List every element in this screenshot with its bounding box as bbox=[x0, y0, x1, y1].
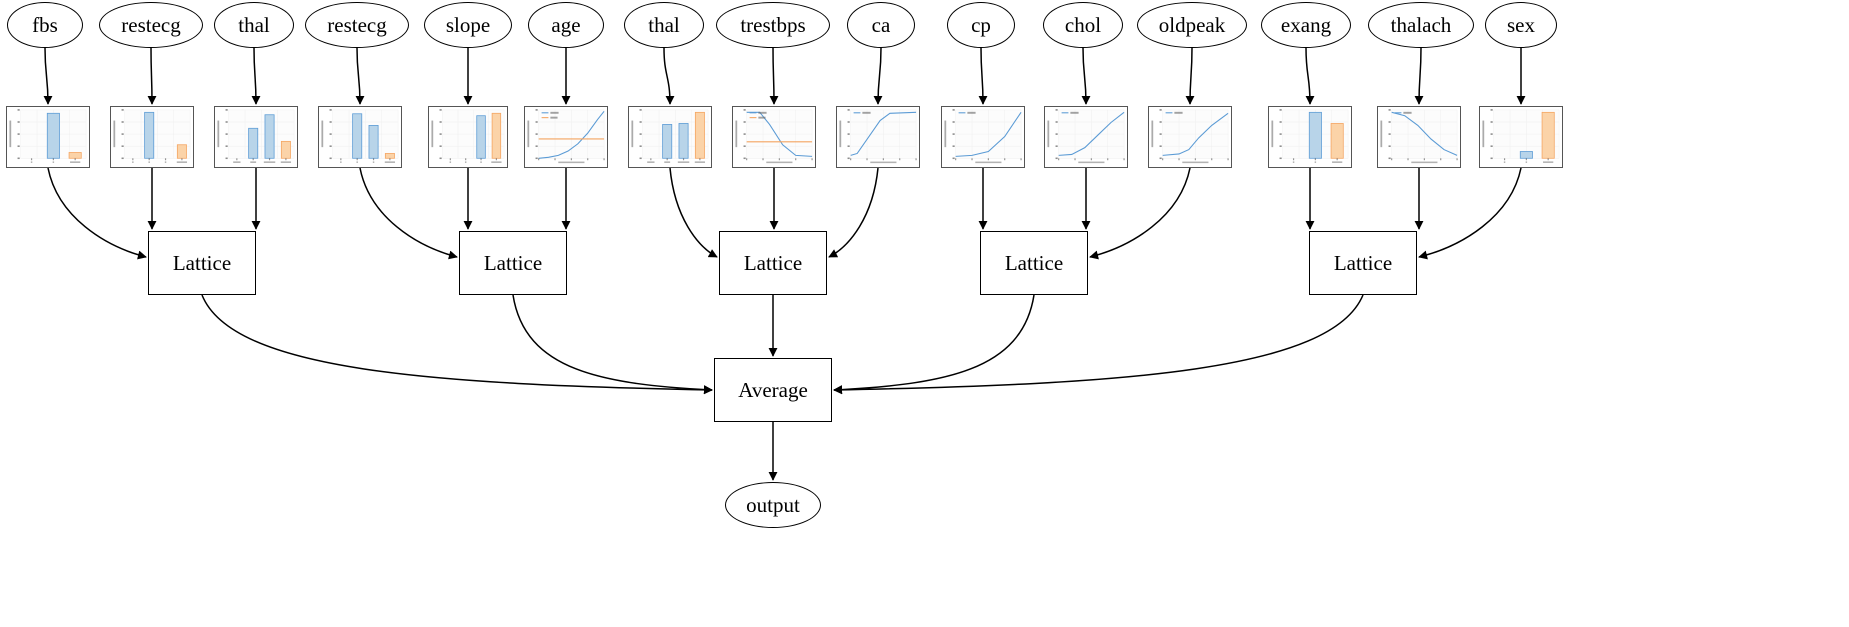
edge-feature-to-calibrator bbox=[1081, 47, 1091, 105]
plot-svg bbox=[7, 107, 89, 167]
plot-svg bbox=[733, 107, 815, 167]
calibrator-plot-oldpeak[interactable] bbox=[1148, 106, 1232, 168]
feature-node-slope[interactable]: slope bbox=[424, 2, 512, 48]
edge-feature-to-calibrator bbox=[1414, 47, 1424, 105]
node-label: restecg bbox=[327, 12, 387, 37]
edge-calibrator-to-lattice bbox=[359, 167, 458, 260]
node-label: ca bbox=[871, 12, 891, 37]
lattice-node[interactable]: Lattice bbox=[148, 231, 256, 295]
edge-calibrator-to-lattice bbox=[669, 167, 718, 258]
output-node-output[interactable]: output bbox=[725, 482, 821, 528]
feature-node-trestbps[interactable]: trestbps bbox=[716, 2, 830, 48]
plot-svg bbox=[319, 107, 401, 167]
edge-feature-to-calibrator bbox=[1185, 47, 1195, 105]
node-label: trestbps bbox=[740, 12, 806, 37]
edge-feature-to-calibrator bbox=[873, 47, 883, 105]
node-label: Lattice bbox=[743, 250, 803, 275]
node-label: thal bbox=[238, 12, 270, 37]
edge-feature-to-calibrator bbox=[147, 47, 157, 105]
edge-lattice-to-average bbox=[512, 294, 713, 395]
feature-node-cp[interactable]: cp bbox=[947, 2, 1015, 48]
lattice-node[interactable]: Lattice bbox=[459, 231, 567, 295]
calibrator-plot-slope[interactable] bbox=[428, 106, 508, 168]
lattice-node[interactable]: Lattice bbox=[1309, 231, 1417, 295]
node-label: fbs bbox=[32, 12, 58, 37]
node-label: cp bbox=[971, 12, 991, 37]
node-label: slope bbox=[445, 12, 491, 37]
edge-calibrator-to-lattice bbox=[47, 167, 147, 260]
node-label: Average bbox=[738, 377, 808, 402]
calibrator-plot-cp[interactable] bbox=[941, 106, 1025, 168]
edge-feature-to-calibrator bbox=[251, 47, 261, 105]
calibrator-plot-restecg[interactable] bbox=[110, 106, 194, 168]
node-label: sex bbox=[1507, 12, 1535, 37]
node-label: oldpeak bbox=[1158, 12, 1226, 37]
average-node[interactable]: Average bbox=[714, 358, 832, 422]
feature-node-exang[interactable]: exang bbox=[1261, 2, 1351, 48]
calibrator-plot-thalach[interactable] bbox=[1377, 106, 1461, 168]
edge-calibrator-to-lattice bbox=[1418, 167, 1522, 260]
feature-node-age[interactable]: age bbox=[528, 2, 604, 48]
lattice-node[interactable]: Lattice bbox=[719, 231, 827, 295]
feature-node-chol[interactable]: chol bbox=[1043, 2, 1123, 48]
edge-feature-to-calibrator bbox=[663, 47, 675, 105]
calibrator-plot-sex[interactable] bbox=[1479, 106, 1563, 168]
calibrator-plot-chol[interactable] bbox=[1044, 106, 1128, 168]
plot-svg bbox=[1149, 107, 1231, 167]
feature-node-restecg[interactable]: restecg bbox=[305, 2, 409, 48]
node-label: restecg bbox=[121, 12, 181, 37]
edge-feature-to-calibrator bbox=[43, 47, 53, 105]
plot-svg bbox=[837, 107, 919, 167]
calibrator-plot-restecg[interactable] bbox=[318, 106, 402, 168]
plot-svg bbox=[1378, 107, 1460, 167]
edge-feature-to-calibrator bbox=[355, 47, 365, 105]
calibrator-plot-age[interactable] bbox=[524, 106, 608, 168]
feature-node-ca[interactable]: ca bbox=[847, 2, 915, 48]
edge-feature-to-calibrator bbox=[1305, 47, 1315, 105]
calibrator-plot-exang[interactable] bbox=[1268, 106, 1352, 168]
plot-svg bbox=[1269, 107, 1351, 167]
plot-svg bbox=[111, 107, 193, 167]
feature-node-fbs[interactable]: fbs bbox=[7, 2, 83, 48]
edge-calibrator-to-lattice bbox=[828, 167, 879, 258]
feature-node-sex[interactable]: sex bbox=[1485, 2, 1557, 48]
lattice-node[interactable]: Lattice bbox=[980, 231, 1088, 295]
edge-calibrator-to-lattice bbox=[1089, 167, 1191, 260]
edge-lattice-to-average bbox=[833, 294, 1035, 395]
plot-svg bbox=[629, 107, 711, 167]
calibrator-plot-trestbps[interactable] bbox=[732, 106, 816, 168]
plot-svg bbox=[1480, 107, 1562, 167]
plot-svg bbox=[215, 107, 297, 167]
edge-feature-to-calibrator bbox=[978, 47, 988, 105]
calibrator-plot-ca[interactable] bbox=[836, 106, 920, 168]
node-label: thalach bbox=[1390, 12, 1452, 37]
feature-node-thal[interactable]: thal bbox=[214, 2, 294, 48]
feature-node-thalach[interactable]: thalach bbox=[1368, 2, 1474, 48]
node-label: chol bbox=[1064, 12, 1102, 37]
plot-svg bbox=[525, 107, 607, 167]
calibrator-plot-thal[interactable] bbox=[628, 106, 712, 168]
edge-lattice-to-average bbox=[201, 294, 713, 395]
plot-svg bbox=[942, 107, 1024, 167]
plot-svg bbox=[429, 107, 507, 167]
node-label: output bbox=[746, 492, 800, 517]
node-label: Lattice bbox=[172, 250, 232, 275]
feature-node-restecg[interactable]: restecg bbox=[99, 2, 203, 48]
feature-node-thal[interactable]: thal bbox=[624, 2, 704, 48]
edge-lattice-to-average bbox=[833, 294, 1364, 395]
node-label: Lattice bbox=[1004, 250, 1064, 275]
node-label: Lattice bbox=[1333, 250, 1393, 275]
node-label: exang bbox=[1280, 12, 1332, 37]
feature-node-oldpeak[interactable]: oldpeak bbox=[1137, 2, 1247, 48]
node-label: Lattice bbox=[483, 250, 543, 275]
plot-svg bbox=[1045, 107, 1127, 167]
node-label: thal bbox=[648, 12, 680, 37]
edge-feature-to-calibrator bbox=[769, 47, 779, 105]
calibrator-plot-fbs[interactable] bbox=[6, 106, 90, 168]
calibrator-plot-thal[interactable] bbox=[214, 106, 298, 168]
node-label: age bbox=[551, 12, 581, 37]
